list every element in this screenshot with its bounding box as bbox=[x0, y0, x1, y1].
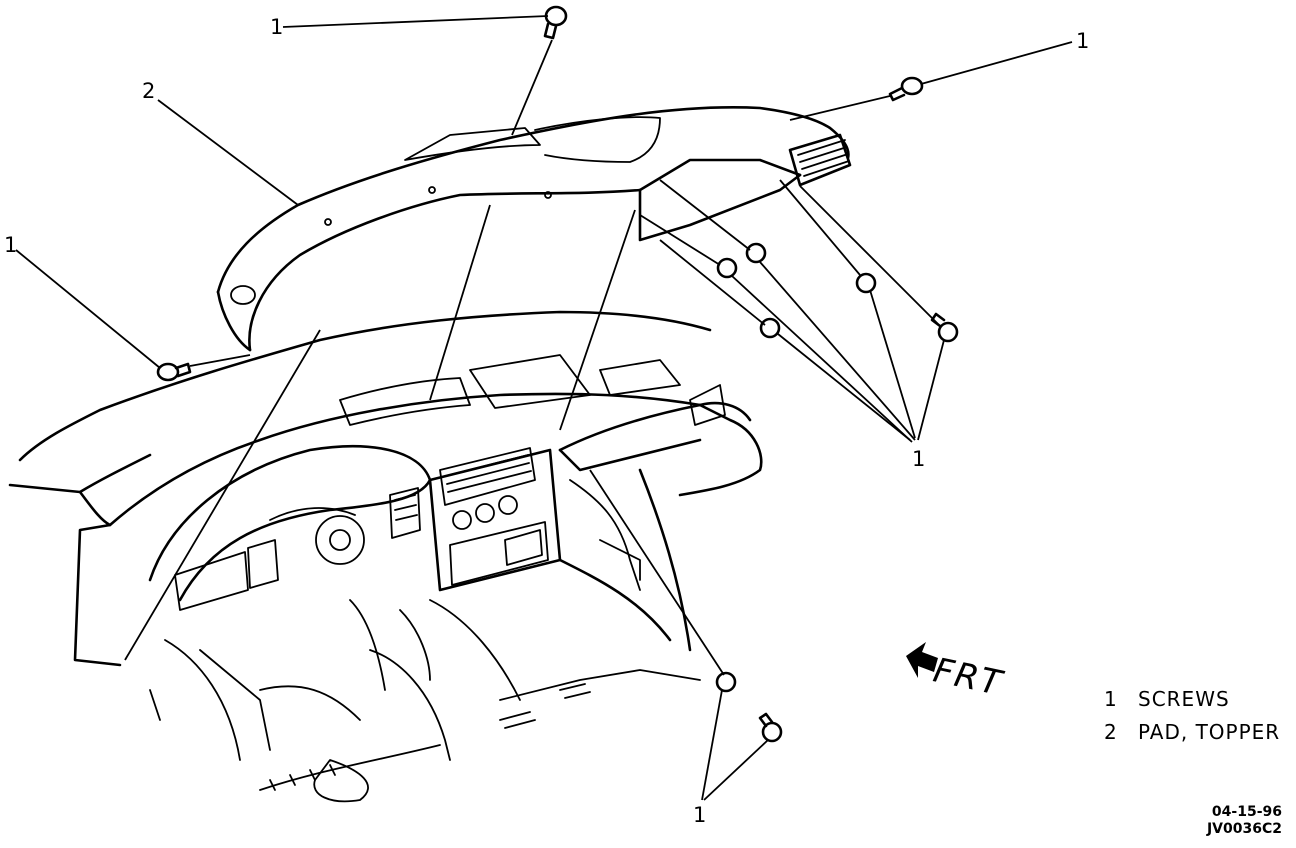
callout-2-pad: 2 bbox=[142, 79, 155, 103]
callout-1-right: 1 bbox=[1076, 29, 1089, 53]
topper-pad bbox=[216, 106, 852, 352]
callout-1-group-bottom: 1 bbox=[693, 803, 706, 827]
drawing-stamp: 04-15-96 JV0036C2 bbox=[1207, 804, 1282, 838]
instrument-panel bbox=[8, 310, 763, 667]
callout-1-left: 1 bbox=[4, 233, 17, 257]
screw-left bbox=[156, 362, 192, 382]
parts-legend: 1 SCREWS 2 PAD, TOPPER bbox=[1104, 682, 1280, 748]
screw-right-top bbox=[888, 76, 924, 102]
screw-top bbox=[543, 5, 568, 40]
drawing-code: JV0036C2 bbox=[1206, 821, 1282, 837]
legend-label: SCREWS bbox=[1138, 686, 1230, 711]
legend-label: PAD, TOPPER bbox=[1138, 719, 1281, 744]
legend-number: 2 bbox=[1104, 719, 1118, 744]
screw-group-bottom bbox=[715, 671, 783, 743]
floor-area bbox=[149, 599, 701, 803]
front-arrow-icon bbox=[906, 642, 938, 678]
legend-number: 1 bbox=[1104, 686, 1118, 711]
callout-1-group-right: 1 bbox=[912, 447, 925, 471]
front-direction-indicator: FRT bbox=[904, 636, 1014, 706]
front-label: FRT bbox=[929, 650, 1007, 705]
legend-item: 1 SCREWS bbox=[1104, 682, 1280, 715]
drawing-date: 04-15-96 bbox=[1211, 804, 1282, 820]
screw-group-right bbox=[716, 242, 959, 343]
pad-vent-grille bbox=[788, 133, 852, 187]
callout-1-top: 1 bbox=[270, 15, 283, 39]
legend-item: 2 PAD, TOPPER bbox=[1104, 715, 1280, 748]
leader-lines bbox=[15, 15, 1073, 801]
